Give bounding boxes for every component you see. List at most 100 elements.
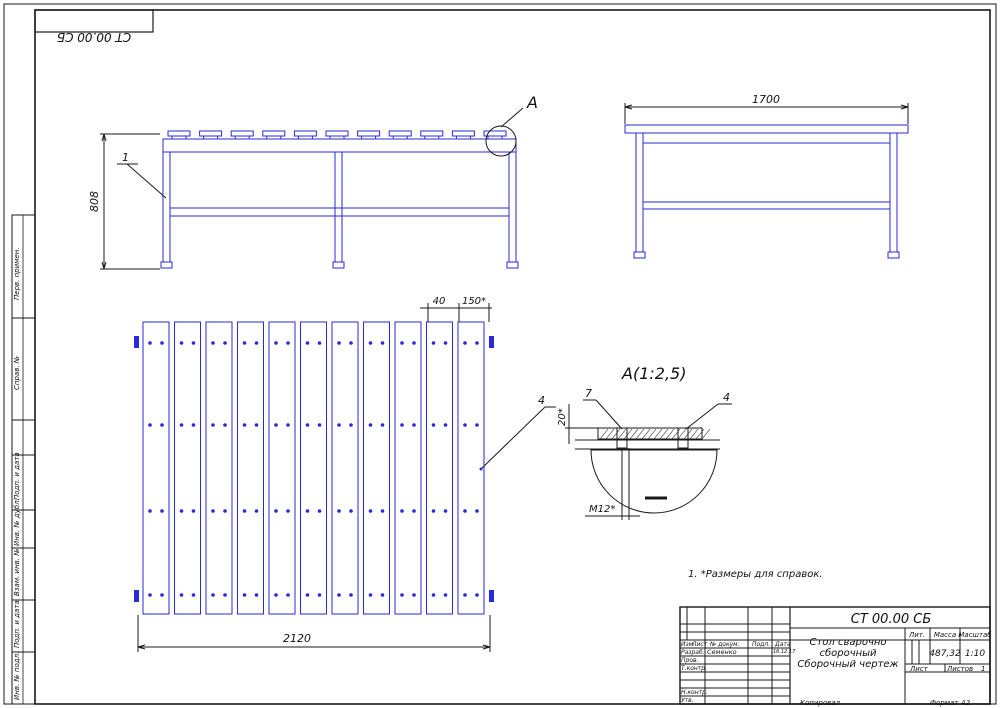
plan-bolt xyxy=(242,423,247,427)
plan-bolt xyxy=(211,423,215,427)
plan-bolt xyxy=(443,509,448,513)
mirrored-stamp-code: СТ 00.00 СБ xyxy=(57,30,131,44)
front-slat xyxy=(293,130,317,137)
plan-bolt xyxy=(400,509,404,513)
mass-value: 487,32 xyxy=(929,649,961,659)
detail-dim-m12: M12* xyxy=(589,504,615,515)
plan-bolt xyxy=(242,509,247,513)
hatch-line xyxy=(605,428,615,440)
detail-leader-7: 7 xyxy=(585,387,592,400)
plan-slat xyxy=(237,321,264,615)
plan-slat xyxy=(205,321,233,615)
plan-bolt xyxy=(412,593,416,597)
hatch-line xyxy=(611,428,621,440)
plan-bolt xyxy=(368,593,373,597)
plan-bolt xyxy=(179,593,184,597)
front-slat xyxy=(357,130,381,137)
plan-bolt xyxy=(443,593,448,597)
plan-bolt xyxy=(223,423,227,427)
side-label-6: Подп. и дата xyxy=(13,600,21,648)
plan-bolt xyxy=(148,341,152,345)
hatch-line xyxy=(629,428,639,440)
hatch-line xyxy=(623,428,633,440)
plan-bolt xyxy=(475,509,479,513)
developer-date: 16.12.17 xyxy=(773,649,796,655)
plan-bolt xyxy=(463,593,467,597)
drawing-note: 1. *Размеры для справок. xyxy=(688,569,823,580)
front-slat xyxy=(199,130,223,137)
detail-hatching xyxy=(599,428,711,440)
plan-bolt xyxy=(349,593,353,597)
plan-bolt xyxy=(380,509,385,513)
plan-bolt xyxy=(148,509,152,513)
col-header-sign: Подп. xyxy=(752,641,770,648)
side-view: 1700 xyxy=(624,93,909,259)
front-view: A 1 808 xyxy=(88,93,538,270)
hatch-line xyxy=(665,428,675,440)
plan-bolt xyxy=(431,593,436,597)
plan-bolt xyxy=(349,423,353,427)
plan-bolt xyxy=(305,423,310,427)
format-label: Формат xyxy=(930,699,959,707)
plan-bolt xyxy=(380,593,385,597)
plan-bolt xyxy=(380,341,385,345)
front-slat xyxy=(230,130,254,137)
plan-bolt xyxy=(286,423,290,427)
role-tcontrol: Т.контр. xyxy=(681,665,707,672)
side-label-3: Подп. и дата xyxy=(13,452,21,500)
hatch-line xyxy=(659,428,669,440)
plan-bolt xyxy=(305,509,310,513)
plan-bolt xyxy=(160,423,164,427)
plan-view: 40 150* 2120 4 xyxy=(134,296,556,652)
plan-bolt xyxy=(317,341,322,345)
sheet-label: Лист xyxy=(909,665,929,673)
plan-bolt xyxy=(274,423,278,427)
detail-leader-4: 4 xyxy=(723,391,730,404)
hatch-line xyxy=(671,428,681,440)
plan-bolt xyxy=(191,423,196,427)
plan-bolt xyxy=(475,593,479,597)
lit-label: Лит. xyxy=(908,631,925,639)
front-height-dim: 808 xyxy=(88,191,101,212)
side-label-2: Справ. № xyxy=(13,356,21,390)
plan-bolt xyxy=(317,423,322,427)
plan-bolt xyxy=(274,341,278,345)
format-value: А2 xyxy=(960,699,971,707)
plan-bolt xyxy=(400,341,404,345)
plan-bolt xyxy=(463,341,467,345)
plan-bolt xyxy=(191,593,196,597)
plan-bolt xyxy=(254,423,259,427)
title-name-line-1: Стол сварочно xyxy=(809,637,886,648)
plan-bolt xyxy=(179,341,184,345)
plan-bolt xyxy=(475,423,479,427)
plan-bolt xyxy=(191,509,196,513)
plan-bolt xyxy=(380,423,385,427)
plan-bolt xyxy=(160,341,164,345)
plan-slat xyxy=(363,321,390,615)
plan-bolt xyxy=(443,341,448,345)
plan-bolt xyxy=(179,509,184,513)
plan-bolt xyxy=(368,509,373,513)
plan-bolt xyxy=(475,341,479,345)
plan-bolt xyxy=(305,341,310,345)
plan-bolt xyxy=(368,423,373,427)
plan-bolt xyxy=(368,341,373,345)
col-header-list: Лист xyxy=(691,641,708,648)
col-header-date: Дата xyxy=(774,641,791,648)
hatch-line xyxy=(689,428,699,440)
plan-bolt xyxy=(317,509,322,513)
detail-dim-20: 20* xyxy=(557,408,568,426)
plan-bolt xyxy=(254,593,259,597)
scale-label: Масштаб xyxy=(958,631,992,639)
title-name-line-3: Сборочный чертеж xyxy=(797,658,898,670)
plan-slat xyxy=(300,321,327,615)
plan-bolt xyxy=(254,509,259,513)
plan-bolt xyxy=(160,593,164,597)
hatch-line xyxy=(635,428,645,440)
side-label-7: Инв. № подл. xyxy=(13,652,21,700)
plan-bolt xyxy=(160,509,164,513)
plan-leader-4: 4 xyxy=(538,394,545,407)
side-width-dim: 1700 xyxy=(752,93,780,106)
title-code: СТ 00.00 СБ xyxy=(851,612,932,627)
plan-slat xyxy=(331,321,359,615)
